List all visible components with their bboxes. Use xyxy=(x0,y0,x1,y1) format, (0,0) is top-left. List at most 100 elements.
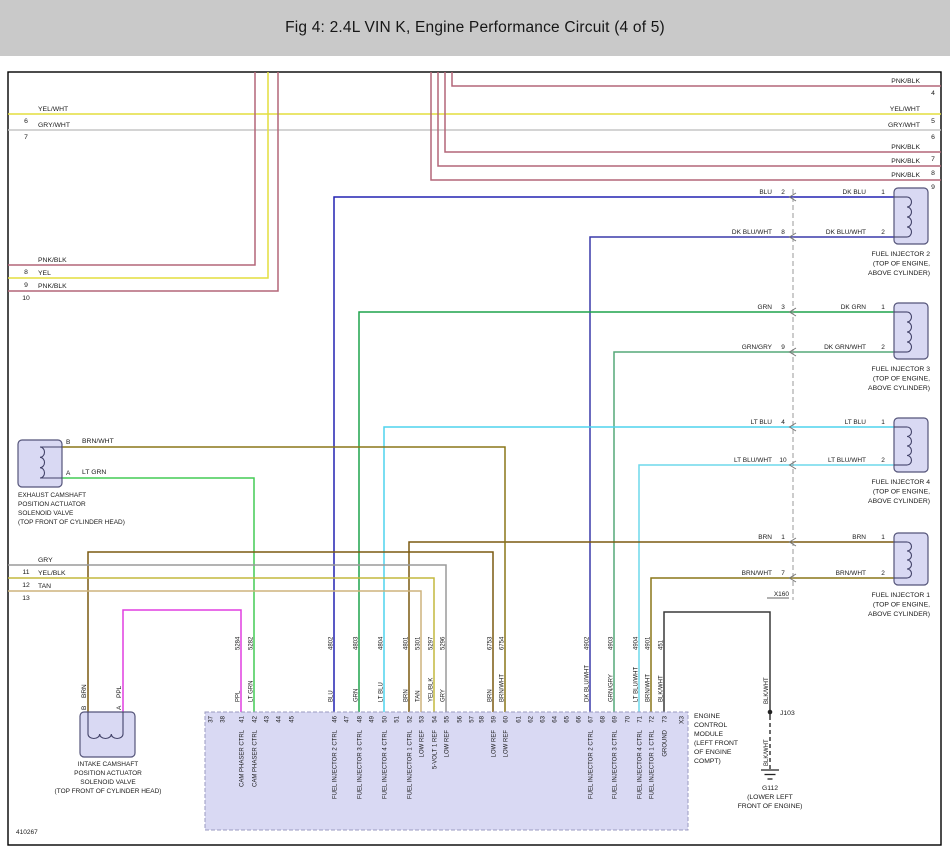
wire-color-label: GRY xyxy=(441,689,447,702)
connector-x3-label: X3 xyxy=(679,716,686,724)
wire-color-label: LT BLU xyxy=(845,419,867,426)
wire-tan-5301 xyxy=(8,590,422,712)
wire-color-label: BLK/WHT xyxy=(764,739,770,766)
connector-pin-number: 59 xyxy=(492,715,498,722)
connector-pin-function: FUEL INJECTOR 1 CTRL xyxy=(650,729,656,799)
edge-wire-label: GRY xyxy=(38,557,53,564)
edge-wire-label: PNK/BLK xyxy=(891,172,920,179)
wire-circuit-number: 4802 xyxy=(329,636,335,650)
connector-pin-function: LOW REF xyxy=(445,730,451,758)
fuel-injector-4-label: ABOVE CYLINDER) xyxy=(868,498,930,505)
wire-color-label: DK BLU/WHT xyxy=(585,665,591,702)
wire-ppl-5284 xyxy=(122,609,242,712)
edge-pin-number: 6 xyxy=(24,118,28,125)
wire-color-label: LT BLU xyxy=(751,419,773,426)
pin-number: 2 xyxy=(881,457,885,464)
wire-circuit-number: 5296 xyxy=(441,636,447,650)
intake-cam-actuator-symbol xyxy=(79,711,136,758)
ecm-label: CONTROL xyxy=(694,722,727,729)
wire-circuit-number: 4904 xyxy=(634,636,640,650)
wire-color-label: BRN xyxy=(81,684,88,698)
wire-circuit-number: 4804 xyxy=(379,636,385,650)
intake-cam-actuator-label: INTAKE CAMSHAFT xyxy=(78,761,139,768)
exhaust-cam-actuator-symbol xyxy=(17,439,63,488)
fuel-injector-1-label: (TOP OF ENGINE, xyxy=(873,602,930,609)
wire-circuit-number: 4903 xyxy=(609,636,615,650)
connector-chevron-icon xyxy=(788,192,797,202)
edge-pin-number: 8 xyxy=(24,269,28,276)
fuel-injector-3-label: ABOVE CYLINDER) xyxy=(868,385,930,392)
splice-j103-label: J103 xyxy=(780,710,795,717)
edge-wire-label: PNK/BLK xyxy=(38,257,67,264)
edge-pin-number: 7 xyxy=(24,134,28,141)
fuel-injector-4-label: FUEL INJECTOR 4 xyxy=(871,479,930,486)
connector-pin-number: 45 xyxy=(290,715,296,722)
connector-pin-function: FUEL INJECTOR 1 CTRL xyxy=(408,729,414,799)
x160-label: X160 xyxy=(774,591,790,598)
pin-number: 1 xyxy=(781,534,785,541)
connector-pin-number: 61 xyxy=(517,715,523,722)
connector-chevron-icon xyxy=(788,573,797,583)
edge-pin-number: 6 xyxy=(931,134,935,141)
ecm-label: COMPT) xyxy=(694,758,721,765)
connector-pin-number: 38 xyxy=(221,715,227,722)
wire-color-label: BLK/WHT xyxy=(659,675,665,702)
wire-brn-4801 xyxy=(408,541,790,712)
connector-pin-number: 46 xyxy=(333,715,339,722)
connector-pin-number: 62 xyxy=(529,715,535,722)
wire-color-label: PPL xyxy=(236,690,242,702)
connector-pin-number: 50 xyxy=(383,715,389,722)
fuel-injector-1-symbol xyxy=(893,532,929,586)
connector-pin-number: 56 xyxy=(458,715,464,722)
connector-pin-function: CAM PHASER CTRL xyxy=(253,729,259,787)
exhaust-cam-actuator-label: POSITION ACTUATOR xyxy=(18,501,86,508)
pin-number: 3 xyxy=(781,304,785,311)
wire-color-label: BRN/WHT xyxy=(500,674,506,702)
splice-j103-dot xyxy=(767,709,773,715)
wire-grn-gry-4903 xyxy=(613,351,790,712)
edge-wire-label: TAN xyxy=(38,583,51,590)
wire-circuit-number: 4801 xyxy=(404,636,410,650)
wire-circuit-number: 451 xyxy=(659,639,665,650)
intake-cam-actuator-label: SOLENOID VALVE xyxy=(80,779,136,786)
wire-yel-blk-5297 xyxy=(8,577,435,712)
wire-lt-grn-5282 xyxy=(62,477,255,712)
connector-pin-number: 65 xyxy=(565,715,571,722)
wire-blu-4802 xyxy=(333,196,790,712)
connector-pin-number: 67 xyxy=(589,715,595,722)
pin-number: 1 xyxy=(881,419,885,426)
wire-color-label: LT BLU xyxy=(379,682,385,702)
wire-circuit-number: 4902 xyxy=(585,636,591,650)
wire-color-label: LT BLU/WHT xyxy=(734,457,772,464)
wire-color-label: GRN/GRY xyxy=(609,674,615,702)
wire-circuit-number: 5282 xyxy=(249,636,255,650)
pin-number: 1 xyxy=(881,189,885,196)
pin-letter: B xyxy=(66,439,70,446)
edge-wire-label: PNK/BLK xyxy=(38,283,67,290)
connector-chevron-icon xyxy=(788,422,797,432)
ecm-label: (LEFT FRONT xyxy=(694,740,738,747)
wire-color-label: TAN xyxy=(416,690,422,702)
wire-color-label: LT BLU/WHT xyxy=(634,667,640,702)
wire-brn-wht-4901 xyxy=(650,577,790,712)
connector-pin-number: 43 xyxy=(265,715,271,722)
connector-pin-function: GROUND xyxy=(663,729,669,756)
wire-color-label: PPL xyxy=(116,685,123,698)
wire-yel-l9 xyxy=(8,72,269,279)
pin-number: 7 xyxy=(781,570,785,577)
edge-pin-number: 13 xyxy=(22,595,30,602)
wire-pnk-blk-l10 xyxy=(8,72,279,292)
connector-pin-number: 44 xyxy=(277,715,283,722)
connector-pin-number: 73 xyxy=(663,715,669,722)
pin-number: 2 xyxy=(881,570,885,577)
connector-pin-number: 49 xyxy=(370,715,376,722)
connector-pin-function: FUEL INJECTOR 4 CTRL xyxy=(383,729,389,799)
connector-pin-number: 70 xyxy=(626,715,632,722)
wire-circuit-number: 5284 xyxy=(236,636,242,650)
edge-wire-label: YEL xyxy=(38,270,51,277)
fuel-injector-3-label: (TOP OF ENGINE, xyxy=(873,376,930,383)
wire-circuit-number: 4803 xyxy=(354,636,360,650)
ground-g112-label: FRONT OF ENGINE) xyxy=(738,803,803,810)
edge-wire-label: PNK/BLK xyxy=(891,144,920,151)
